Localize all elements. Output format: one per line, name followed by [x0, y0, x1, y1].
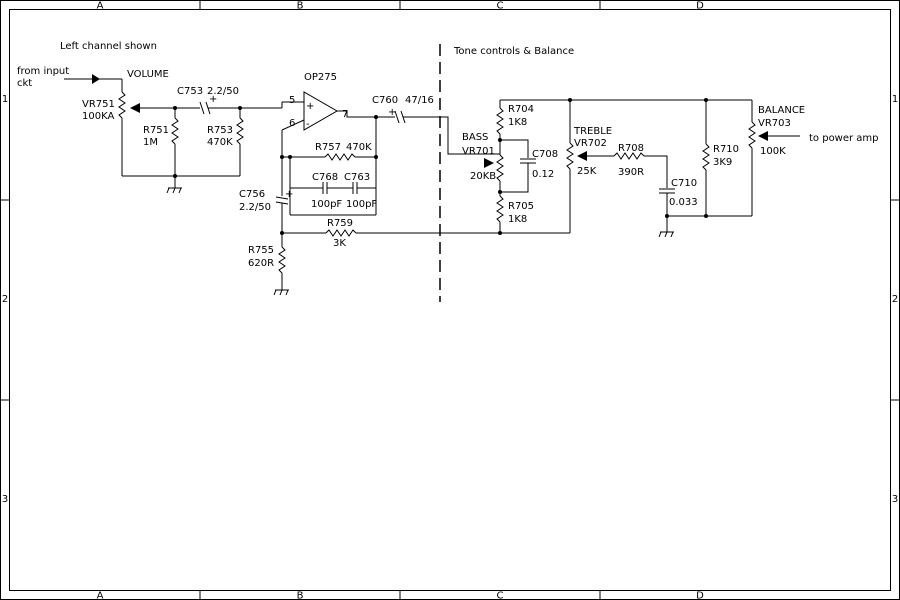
row-label-left-2: 2 [2, 294, 8, 305]
treble-label: TREBLE [573, 126, 612, 137]
c753-value: 2.2/50 [207, 86, 239, 97]
opamp-plus-label: + [306, 101, 314, 112]
row-label-right-3: 3 [892, 494, 898, 505]
op275-opamp: OP275 5 6 7 + - [281, 72, 378, 157]
c708-value: 0.12 [532, 169, 554, 180]
r705-ref: R705 [508, 201, 534, 212]
col-label-top-a: A [97, 1, 104, 12]
opamp-minus-label: - [306, 119, 310, 130]
r704-value: 1K8 [508, 117, 527, 128]
r751-ref: R751 [143, 125, 169, 136]
input-ground-bus [122, 174, 240, 178]
col-label-bottom-b: B [297, 591, 304, 600]
vr702-ref: VR702 [574, 138, 607, 149]
input-arrow: from input ckt [17, 66, 123, 92]
c760-plus: + [388, 107, 396, 118]
tone-controls-note: Tone controls & Balance [453, 46, 574, 57]
vr751-value: 100KA [82, 111, 114, 122]
c768-value: 100pF [311, 199, 342, 210]
c756-ref: C756 [239, 189, 265, 200]
r710-value: 3K9 [713, 157, 732, 168]
top-bus [500, 98, 752, 102]
col-label-bottom-a: A [97, 591, 104, 600]
row-label-right-1: 1 [892, 94, 898, 105]
r705-value: 1K8 [508, 214, 527, 225]
r755-value: 620R [248, 258, 274, 269]
r757-value: 470K [346, 142, 372, 153]
r755-ref: R755 [248, 245, 274, 256]
c756-value: 2.2/50 [239, 202, 271, 213]
col-label-top-d: D [696, 1, 704, 12]
op275-ref: OP275 [304, 72, 337, 83]
r708-ref: R708 [618, 143, 644, 154]
c760-ref: C760 [372, 95, 398, 106]
vr703-balance-pot: BALANCE VR703 100K to power amp [748, 100, 879, 216]
r708-value: 390R [618, 167, 644, 178]
r710-ref: R710 [713, 144, 739, 155]
ground-symbol-3 [658, 231, 674, 238]
c756-capacitor: + C756 2.2/50 [239, 157, 293, 247]
r751-value: 1M [143, 137, 158, 148]
from-input-label: from input [17, 66, 69, 77]
r708-resistor: R708 390R [613, 143, 668, 188]
row-label-left-1: 1 [2, 94, 8, 105]
c756-plus: + [285, 189, 293, 200]
feedback-network: R757 470K C768 C763 100pF 100pF [280, 117, 378, 216]
r705-resistor: R705 1K8 [496, 195, 534, 235]
left-channel-note: Left channel shown [60, 41, 157, 52]
vr701-ref: VR701 [462, 146, 495, 157]
ground-symbol-1 [166, 187, 182, 194]
vr702-treble-pot: TREBLE VR702 25K [566, 100, 614, 233]
col-label-top-b: B [297, 1, 304, 12]
vr701-value: 20KB [470, 171, 496, 182]
r759-resistor: R759 3K [282, 218, 570, 249]
c760-capacitor: + C760 47/16 [372, 95, 500, 155]
ground-symbol-2 [273, 289, 289, 296]
col-label-bottom-c: C [497, 591, 504, 600]
r704-ref: R704 [508, 104, 534, 115]
row-label-right-2: 2 [892, 294, 898, 305]
c753-plus: + [209, 94, 217, 105]
volume-label: VOLUME [127, 69, 169, 80]
row-label-left-3: 3 [2, 494, 8, 505]
r757-ref: R757 [315, 142, 341, 153]
r755-resistor: R755 620R [248, 245, 286, 290]
c760-value: 47/16 [405, 95, 434, 106]
c753-ref: C753 [177, 86, 203, 97]
c710-value: 0.033 [669, 197, 698, 208]
c753-capacitor: + C753 2.2/50 [177, 86, 282, 115]
c708-ref: C708 [532, 149, 558, 160]
bass-label: BASS [462, 132, 488, 143]
vr751-volume-pot: VOLUME VR751 100KA [82, 69, 200, 176]
c763-ref: C763 [344, 172, 370, 183]
vr703-ref: VR703 [758, 118, 791, 129]
pin-6-label: 6 [289, 118, 295, 129]
c768-ref: C768 [312, 172, 338, 183]
r759-value: 3K [333, 238, 346, 249]
c710-capacitor: C710 0.033 [659, 178, 752, 232]
vr751-ref: VR751 [82, 99, 115, 110]
r704-resistor: R704 1K8 [496, 100, 534, 155]
r753-resistor: R753 470K [207, 106, 244, 176]
vr702-value: 25K [577, 166, 597, 177]
from-input-label-2: ckt [17, 78, 32, 89]
vr703-value: 100K [760, 146, 786, 157]
col-label-bottom-d: D [696, 591, 704, 600]
vr701-bass-pot: BASS VR701 20KB C708 0.12 [462, 132, 558, 196]
r710-resistor: R710 3K9 [702, 100, 739, 218]
r753-ref: R753 [207, 125, 233, 136]
col-label-top-c: C [497, 1, 504, 12]
r759-ref: R759 [327, 218, 353, 229]
c763-value: 100pF [346, 199, 377, 210]
pin-7-label: 7 [342, 109, 348, 120]
pin-5-label: 5 [289, 95, 295, 106]
r753-value: 470K [207, 137, 233, 148]
to-power-amp-label: to power amp [809, 133, 879, 144]
c710-ref: C710 [671, 178, 697, 189]
balance-label: BALANCE [758, 105, 805, 116]
r751-resistor: R751 1M [143, 106, 179, 188]
